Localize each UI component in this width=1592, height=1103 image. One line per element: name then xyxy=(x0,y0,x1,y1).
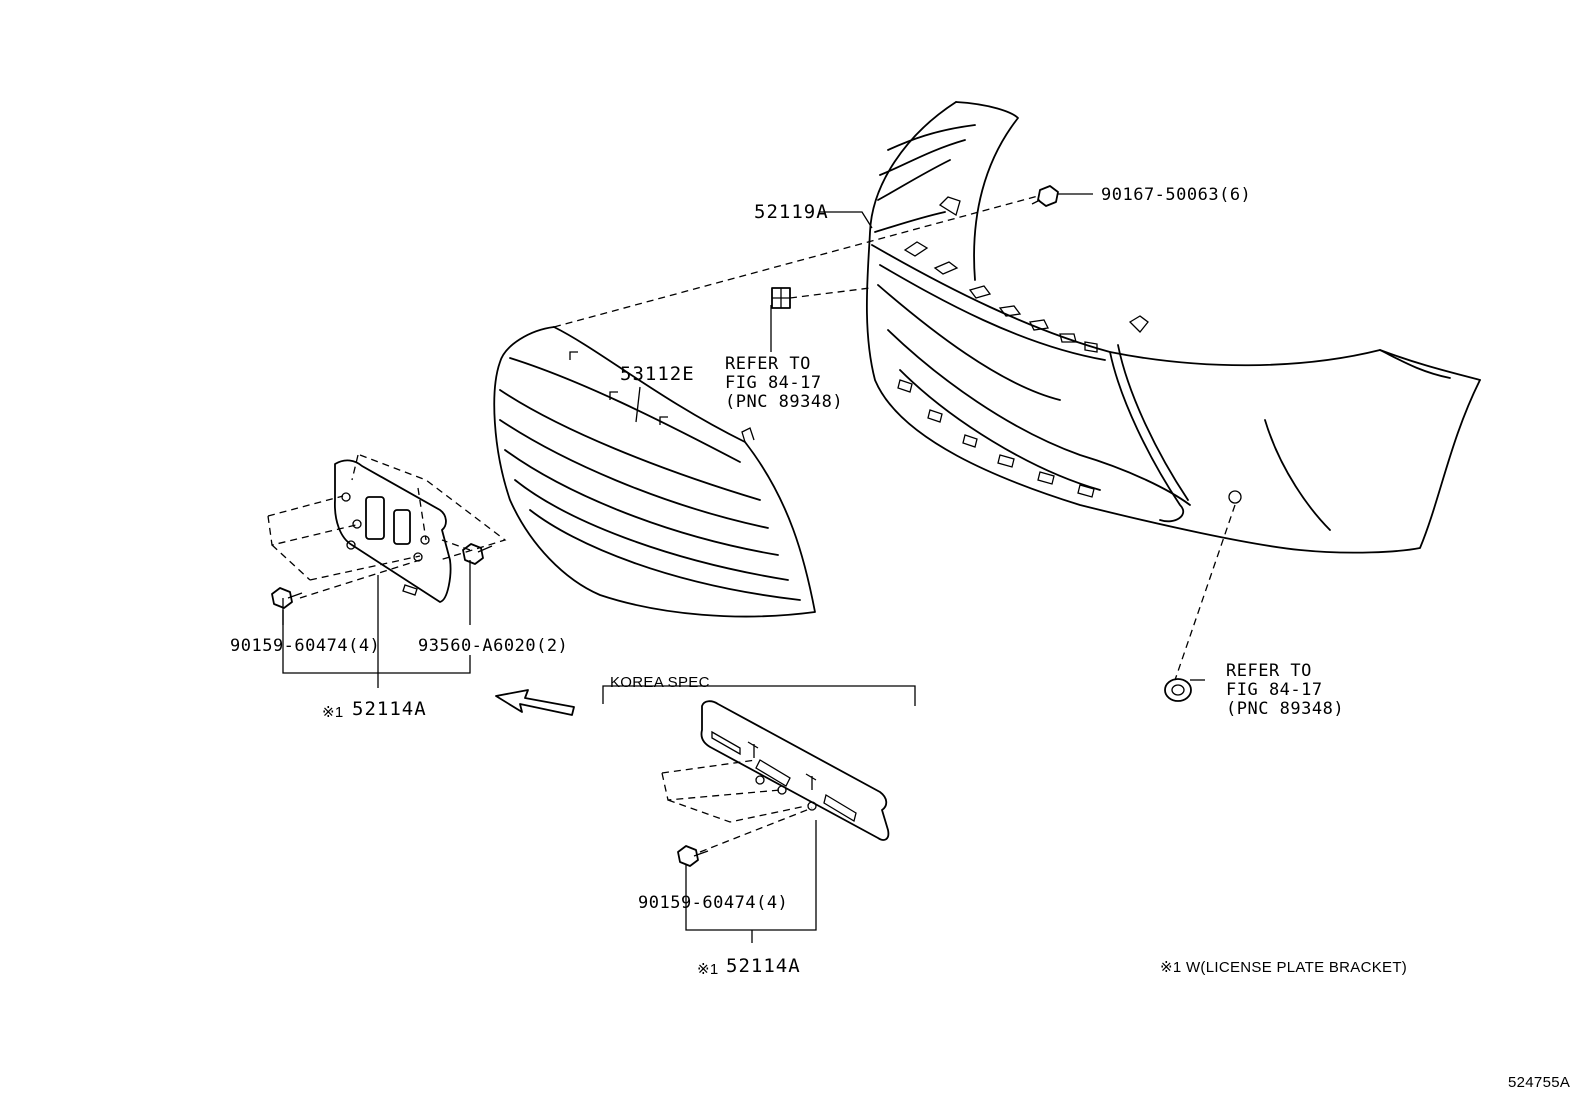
label-90167-50063: 90167-50063(6) xyxy=(1101,185,1252,205)
label-refer-fig-bottom: REFER TO FIG 84-17 (PNC 89348) xyxy=(1226,661,1345,719)
label-note-mark-left: ※1 xyxy=(322,704,344,721)
dashed-assembly-lines xyxy=(267,195,1236,853)
label-53112E: 53112E xyxy=(620,363,695,385)
label-90159-60474-korea: 90159-60474(4) xyxy=(638,893,789,913)
figure-id: 524755A xyxy=(1508,1074,1571,1091)
label-note-mark-korea: ※1 xyxy=(697,961,719,978)
label-refer-fig-top: REFER TO FIG 84-17 (PNC 89348) xyxy=(725,354,844,412)
fasteners-drawing xyxy=(271,185,1192,867)
label-korea-spec: KOREA SPEC xyxy=(610,674,710,691)
bumper-cover-drawing xyxy=(865,101,1481,554)
bracket-left-drawing xyxy=(334,459,452,603)
grille-drawing xyxy=(493,326,816,618)
label-52119A: 52119A xyxy=(754,201,829,223)
label-90159-60474-left: 90159-60474(4) xyxy=(230,636,381,656)
bracket-korea-drawing xyxy=(700,700,890,841)
label-52114A-korea: 52114A xyxy=(726,955,801,977)
label-52114A-left: 52114A xyxy=(352,698,427,720)
direction-arrow xyxy=(495,689,575,716)
label-93560-A6020: 93560-A6020(2) xyxy=(418,636,569,656)
leader-lines xyxy=(282,193,1205,943)
footnote: ※1 W(LICENSE PLATE BRACKET) xyxy=(1160,959,1408,976)
